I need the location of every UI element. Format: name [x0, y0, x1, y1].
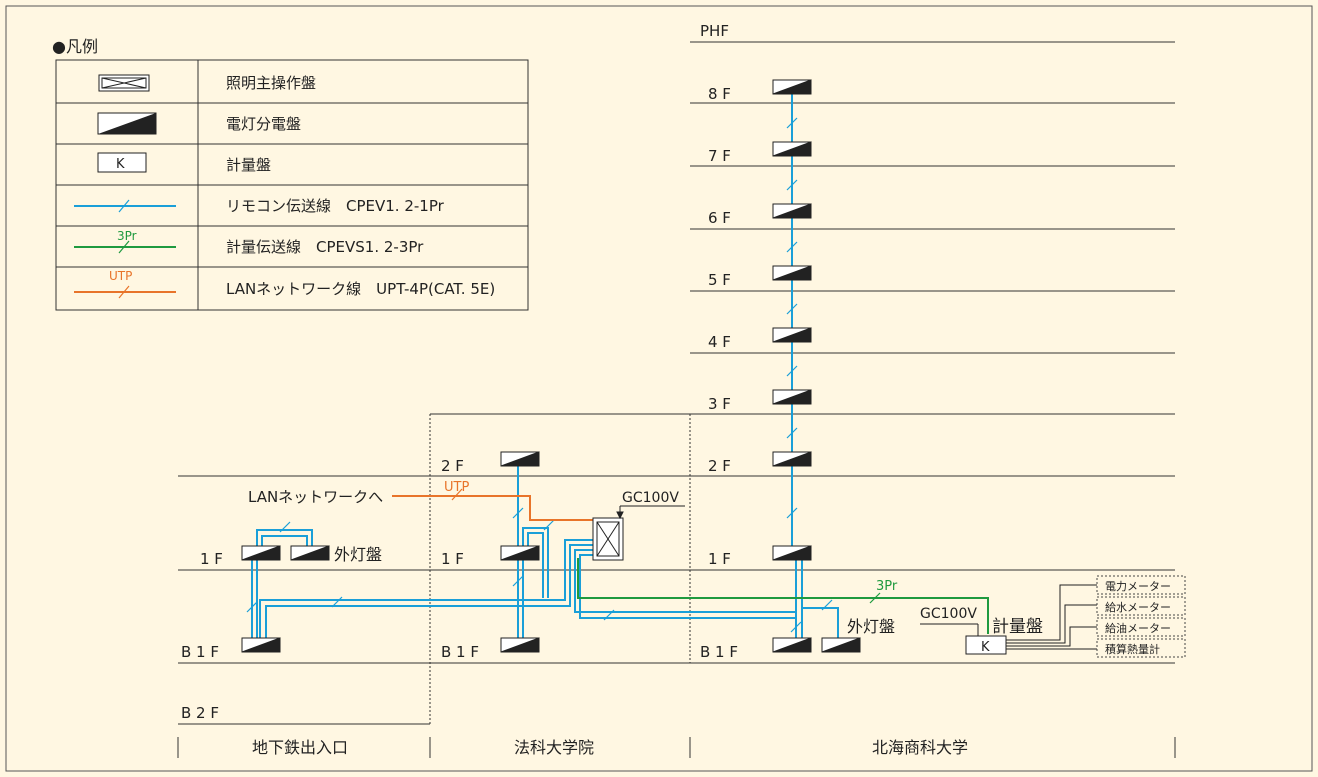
remote-line-icon	[74, 199, 176, 213]
meter-boxes	[1096, 575, 1186, 658]
floor-label-b2f: B 2 F	[181, 704, 219, 722]
outdoor-panel-1f-left	[290, 545, 330, 561]
distribution-panels	[241, 79, 861, 653]
legend-label-lan-line: LANネットワーク線 UPT-4P(CAT. 5E)	[226, 280, 495, 298]
lan-to-label: LANネットワークへ	[248, 488, 383, 506]
lighting-main-panel-icon	[98, 74, 150, 92]
dist-panel-1f-mid	[500, 545, 540, 561]
lighting-main-controller	[592, 505, 685, 561]
lan-wiring: LANネットワークへ UTP	[248, 480, 593, 521]
floor-label-1f-mid: 1 F	[441, 550, 464, 568]
floor-label-4f: 4 F	[708, 333, 731, 351]
building-label-subway: 地下鉄出入口	[252, 738, 348, 757]
outdoor-panel-left-label: 外灯盤	[334, 545, 382, 564]
outer-border	[5, 5, 1313, 772]
gc100v-right-label: GC100V	[920, 606, 977, 622]
legend-title: ●凡例	[52, 37, 98, 56]
floor-labels: PHF 8 F 7 F 6 F 5 F 4 F 3 F 2 F 2 F 1 F …	[181, 22, 738, 722]
floor-label-b1f-mid: B 1 F	[441, 643, 479, 661]
floor-label-5f: 5 F	[708, 271, 731, 289]
building-label-commerce: 北海商科大学	[872, 738, 968, 757]
meter-connections	[1006, 584, 1097, 650]
floor-label-8f: 8 F	[708, 85, 731, 103]
legend-label-meter-panel: 計量盤	[226, 156, 271, 174]
building-footer	[177, 737, 1176, 758]
dist-panel-1f-right	[772, 545, 812, 561]
line-ticks	[246, 117, 833, 633]
dist-panel-6f	[772, 203, 812, 219]
meter-label-power: 電力メーター	[1105, 580, 1171, 593]
meter-wiring: 3Pr	[577, 558, 989, 634]
meter-panel-k: K	[981, 640, 990, 655]
meter-box-power	[1096, 575, 1186, 595]
floor-label-2f-right: 2 F	[708, 457, 731, 475]
dist-panel-3f	[772, 389, 812, 405]
floor-label-6f: 6 F	[708, 209, 731, 227]
meter-panel-label: 計量盤	[992, 617, 1043, 637]
dist-panel-b1f-left	[241, 637, 281, 653]
floor-lines	[178, 41, 1175, 725]
dist-panel-4f	[772, 327, 812, 343]
dist-panel-8f	[772, 79, 812, 95]
building-dividers	[429, 414, 691, 724]
svg-text:K: K	[116, 157, 125, 172]
dist-panel-b1f-mid	[500, 637, 540, 653]
meter-box-water	[1096, 596, 1186, 616]
outdoor-panel-right-label: 外灯盤	[847, 617, 895, 636]
meter-label-oil: 給油メーター	[1105, 621, 1171, 635]
meter-label-heat: 積算熱量計	[1105, 642, 1160, 656]
distribution-panel-icon	[97, 112, 157, 135]
dist-panel-5f	[772, 265, 812, 281]
meter-line-icon: 3Pr	[74, 229, 176, 254]
building-label-law-school: 法科大学院	[514, 738, 594, 757]
dist-panel-7f	[772, 141, 812, 157]
dist-panel-2f-right	[772, 451, 812, 467]
dist-panel-2f-mid	[500, 451, 540, 467]
floor-label-7f: 7 F	[708, 147, 731, 165]
legend-label-distribution-panel: 電灯分電盤	[226, 115, 301, 133]
floor-label-b1f-left: B 1 F	[181, 643, 219, 661]
meter-labels: 電力メーター 給水メーター 給油メーター 積算熱量計	[1105, 580, 1171, 656]
meter-panel	[920, 623, 1007, 655]
legend-label-remote-line: リモコン伝送線 CPEV1. 2-1Pr	[226, 197, 445, 215]
legend: ●凡例 照明主操作盤 電灯分電盤 K 計量盤	[52, 37, 529, 311]
meter-panel-icon: K	[97, 152, 147, 173]
floor-label-2f-mid: 2 F	[441, 457, 464, 475]
lan-line-icon: UTP	[74, 269, 176, 299]
floor-label-1f-right: 1 F	[708, 550, 731, 568]
svg-text:3Pr: 3Pr	[117, 229, 137, 243]
floor-label-b1f-right: B 1 F	[700, 643, 738, 661]
svg-text:UTP: UTP	[109, 269, 132, 283]
floor-label-phf: PHF	[700, 22, 729, 40]
meter-box-oil	[1096, 617, 1186, 637]
dist-panel-b1f-right	[772, 637, 812, 653]
meter-label-water: 給水メーター	[1105, 600, 1171, 614]
outdoor-panel-b1f-right	[821, 637, 861, 653]
legend-label-meter-line: 計量伝送線 CPEVS1. 2-3Pr	[226, 238, 424, 256]
dist-panel-1f-left	[241, 545, 281, 561]
floor-label-3f: 3 F	[708, 395, 731, 413]
gc100v-top-label: GC100V	[622, 490, 679, 506]
floor-label-1f-left: 1 F	[200, 550, 223, 568]
meter-box-heat	[1096, 638, 1186, 658]
utp-tag: UTP	[444, 480, 469, 495]
legend-label-lighting-main-panel: 照明主操作盤	[226, 74, 316, 92]
tag-3pr: 3Pr	[876, 579, 898, 594]
